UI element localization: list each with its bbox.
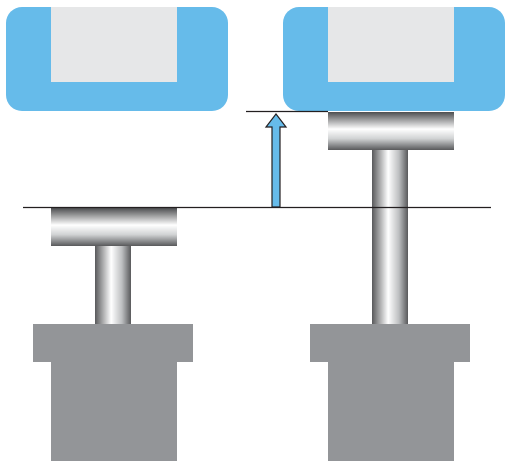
right-housing-window bbox=[328, 7, 454, 82]
left-piston-head bbox=[51, 208, 177, 246]
right-piston-rod bbox=[372, 150, 408, 324]
left-assembly bbox=[6, 7, 228, 461]
right-base-top bbox=[310, 324, 470, 362]
right-assembly bbox=[283, 7, 505, 461]
left-base-top bbox=[33, 324, 193, 362]
left-piston-rod bbox=[95, 246, 131, 324]
left-housing-window bbox=[51, 7, 177, 82]
left-base-bottom bbox=[51, 362, 177, 461]
right-piston-head bbox=[328, 112, 454, 150]
arrow-up-icon bbox=[264, 113, 288, 208]
right-base-bottom bbox=[328, 362, 454, 461]
